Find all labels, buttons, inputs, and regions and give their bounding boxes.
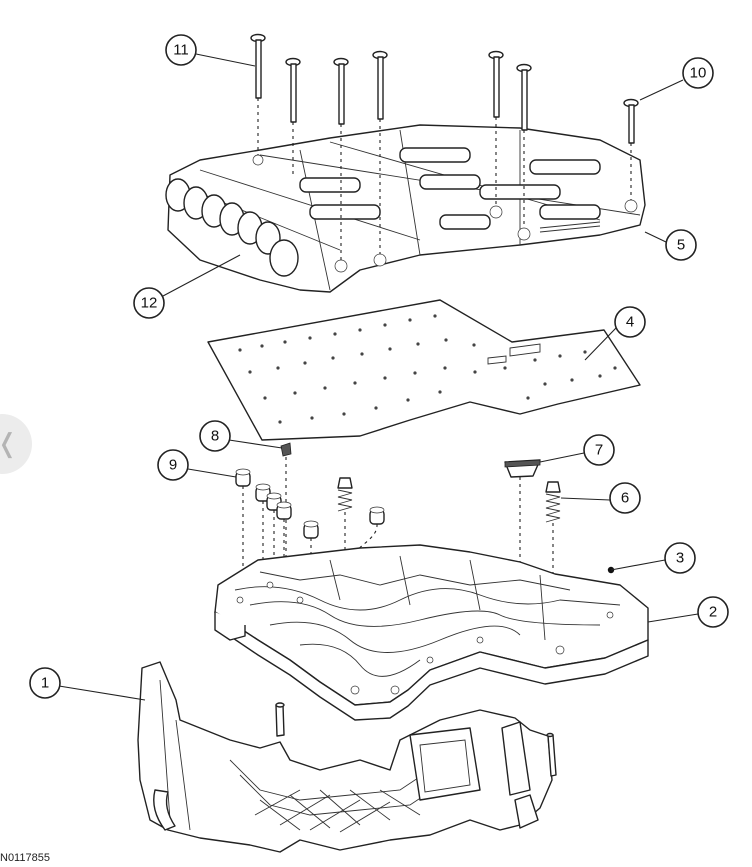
callout-12: 12: [133, 287, 165, 319]
bolt: [488, 50, 504, 210]
svg-text:2: 2: [709, 604, 717, 621]
svg-text:3: 3: [676, 550, 684, 567]
callout-10: 10: [682, 57, 714, 89]
svg-text:5: 5: [677, 237, 685, 254]
svg-text:7: 7: [595, 442, 603, 459]
main-frame: [137, 661, 557, 853]
bolt: [333, 57, 349, 262]
callout-3: 3: [664, 542, 696, 574]
check-caps: [235, 468, 385, 660]
chevron-left-icon: ❬: [0, 429, 18, 459]
callout-1: 1: [29, 667, 61, 699]
bolt: [516, 63, 532, 230]
callout-5: 5: [665, 229, 697, 261]
svg-text:9: 9: [169, 457, 177, 474]
bolt: [285, 57, 301, 175]
svg-text:6: 6: [621, 490, 629, 507]
callout-8: 8: [199, 420, 231, 452]
callout-4: 4: [614, 306, 646, 338]
upper-valve-body: [165, 124, 646, 293]
bolt: [250, 33, 266, 160]
svg-text:10: 10: [690, 65, 707, 82]
valve-spools: [299, 147, 601, 230]
bolt: [372, 50, 388, 256]
svg-text:1: 1: [41, 675, 49, 692]
figure-reference-code: N0117855: [0, 852, 50, 864]
callout-11: 11: [165, 34, 197, 66]
spring-6: [545, 481, 561, 630]
solenoid-row: [165, 178, 299, 277]
svg-text:4: 4: [626, 314, 634, 331]
svg-text:8: 8: [211, 428, 219, 445]
callouts: 11 10 5 12 4 8 7 9 6 3 2 1: [29, 34, 729, 701]
lower-valve-body: [214, 544, 649, 721]
callout-2: 2: [697, 596, 729, 628]
svg-text:11: 11: [173, 42, 189, 59]
svg-text:12: 12: [141, 295, 158, 312]
callout-9: 9: [157, 449, 189, 481]
callout-6: 6: [609, 482, 641, 514]
bolt: [623, 98, 639, 200]
separator-plate: [207, 299, 641, 441]
callout-7: 7: [583, 434, 615, 466]
bolt-set: [250, 33, 639, 273]
